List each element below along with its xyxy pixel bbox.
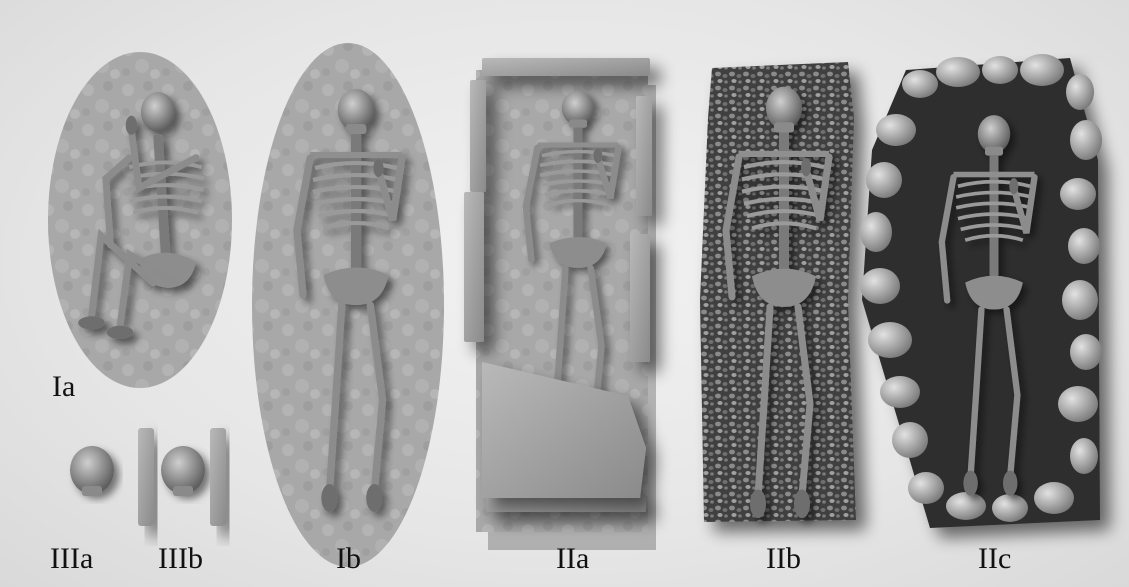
burial-iib: [700, 62, 856, 522]
burial-iiib: [138, 428, 226, 526]
burial-iiia: [70, 446, 114, 496]
burial-ib: [252, 43, 444, 567]
label-iiia: IIIa: [50, 544, 93, 574]
burial-ia: [48, 52, 232, 388]
label-iic: IIc: [978, 544, 1011, 574]
label-ib: Ib: [336, 544, 361, 574]
burial-iia: [464, 58, 656, 550]
label-iiib: IIIb: [158, 544, 203, 574]
burial-iic: [860, 54, 1102, 528]
label-ia: Ia: [52, 372, 75, 402]
label-iia: IIa: [556, 544, 589, 574]
stone-right-iiib: [210, 428, 226, 526]
label-iib: IIb: [766, 544, 801, 574]
pit-oval-ia: [48, 52, 232, 388]
stone-left-iiib: [138, 428, 154, 526]
